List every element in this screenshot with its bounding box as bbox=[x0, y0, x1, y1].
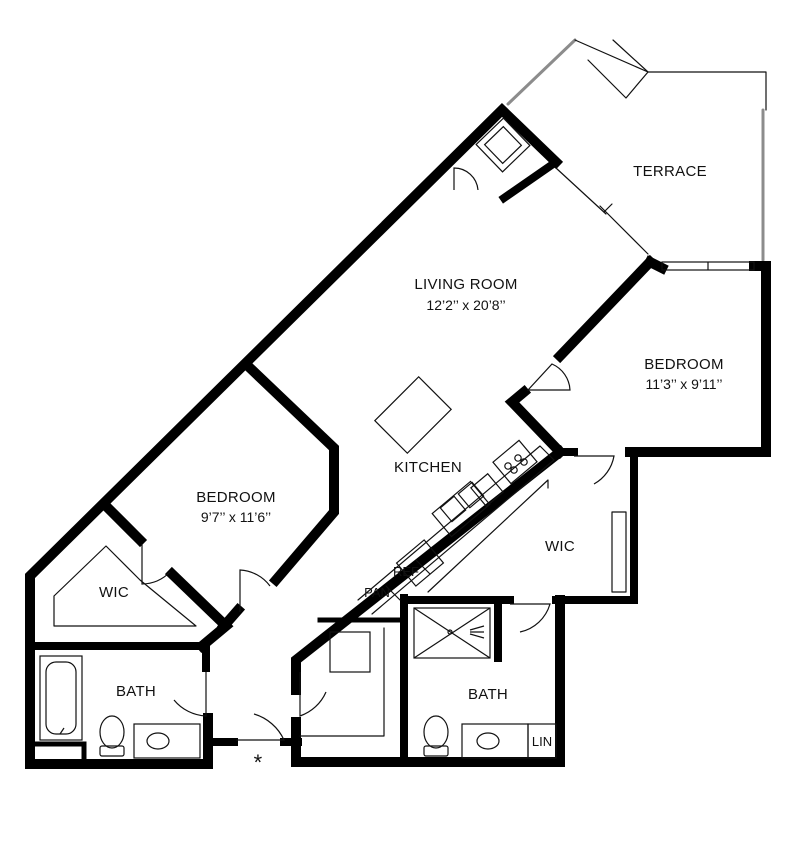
vanity-left bbox=[133, 723, 201, 759]
wic-right-shelf-vertical bbox=[611, 511, 627, 593]
shower-icon bbox=[413, 607, 491, 659]
terrace-planter bbox=[587, 39, 649, 99]
toilet-icon-left bbox=[99, 715, 125, 757]
terrace-sliding-door-b bbox=[599, 205, 649, 255]
wic-right-shelf-line bbox=[427, 479, 549, 593]
wic-left-shelf-line bbox=[53, 545, 197, 627]
exterior-wall-bedroom-right bbox=[625, 255, 771, 457]
terrace-outline bbox=[574, 39, 767, 111]
refrigerator-label: REF bbox=[393, 564, 419, 579]
terrace-label: TERRACE bbox=[633, 163, 707, 180]
door-closet-entry bbox=[299, 672, 327, 717]
closet-wall-terrace bbox=[474, 104, 562, 204]
wall-bedroom-left-top bbox=[242, 360, 339, 588]
bedroom-left-dims: 9’7’’ x 11’6’’ bbox=[201, 509, 271, 525]
fixtures bbox=[39, 117, 557, 759]
bedroom-right-label: BEDROOM bbox=[644, 356, 724, 373]
closet-shelf bbox=[299, 627, 385, 737]
walls bbox=[25, 103, 771, 769]
entry-marker: * bbox=[254, 750, 263, 775]
washer-dryer bbox=[475, 117, 531, 173]
toilet-icon-right bbox=[423, 715, 449, 757]
dishwasher bbox=[470, 472, 504, 508]
washer-dryer-inner bbox=[483, 125, 523, 165]
door-wic-left bbox=[141, 544, 171, 585]
bedroom-left-label: BEDROOM bbox=[196, 489, 276, 506]
door-bath-left bbox=[173, 672, 207, 717]
door-wic-right bbox=[574, 455, 615, 485]
door-bedroom-left bbox=[239, 569, 271, 612]
kitchen-back-wall bbox=[291, 444, 568, 695]
wic-left-label: WIC bbox=[99, 584, 129, 601]
ref-divider bbox=[415, 559, 431, 575]
living-room-label: LIVING ROOM bbox=[414, 276, 517, 293]
bedroom-right-dims: 11’3’’ x 9’11’’ bbox=[645, 376, 722, 392]
bath-left-label: BATH bbox=[116, 683, 156, 700]
terrace-area bbox=[506, 38, 767, 262]
kitchen-sink-icon bbox=[431, 480, 491, 538]
stove-icon bbox=[492, 439, 538, 485]
exterior-wall-wic-right bbox=[552, 448, 638, 604]
wall-living-to-bedroom bbox=[552, 254, 658, 364]
door-closet-terrace bbox=[453, 167, 479, 191]
wall-wic-left bbox=[100, 500, 234, 654]
refrigerator-box bbox=[395, 539, 445, 587]
pantry-label: PAN bbox=[364, 585, 390, 600]
bathtub-icon bbox=[39, 655, 83, 741]
exterior-wall-northwest bbox=[25, 103, 564, 645]
interior-lines bbox=[53, 167, 755, 737]
kitchen-label: KITCHEN bbox=[394, 459, 462, 476]
door-bath-right bbox=[510, 603, 551, 633]
terrace-sliding-door-a bbox=[555, 167, 607, 215]
kitchen-island bbox=[373, 375, 453, 455]
wall-bedroom-notch bbox=[504, 384, 568, 460]
terrace-sliding-door-c bbox=[603, 203, 613, 213]
door-entry bbox=[236, 713, 285, 741]
pantry-divider bbox=[385, 585, 401, 601]
terrace-glass-rail-left bbox=[506, 38, 577, 106]
vanity-right bbox=[461, 723, 557, 759]
wall-wic-bath-divider bbox=[26, 642, 210, 672]
wall-tub-closet bbox=[29, 741, 87, 767]
bath-right-label: BATH bbox=[468, 686, 508, 703]
linen-label: LIN bbox=[532, 734, 552, 749]
doors bbox=[141, 167, 615, 741]
kitchen-counter-edge bbox=[357, 445, 555, 615]
living-room-dims: 12’2’’ x 20’8’’ bbox=[426, 297, 505, 313]
wic-right-label: WIC bbox=[545, 538, 575, 555]
door-bedroom-right bbox=[526, 363, 571, 391]
closet-storage-box bbox=[329, 631, 371, 673]
room-labels: TERRACE LIVING ROOM 12’2’’ x 20’8’’ BEDR… bbox=[99, 163, 724, 775]
